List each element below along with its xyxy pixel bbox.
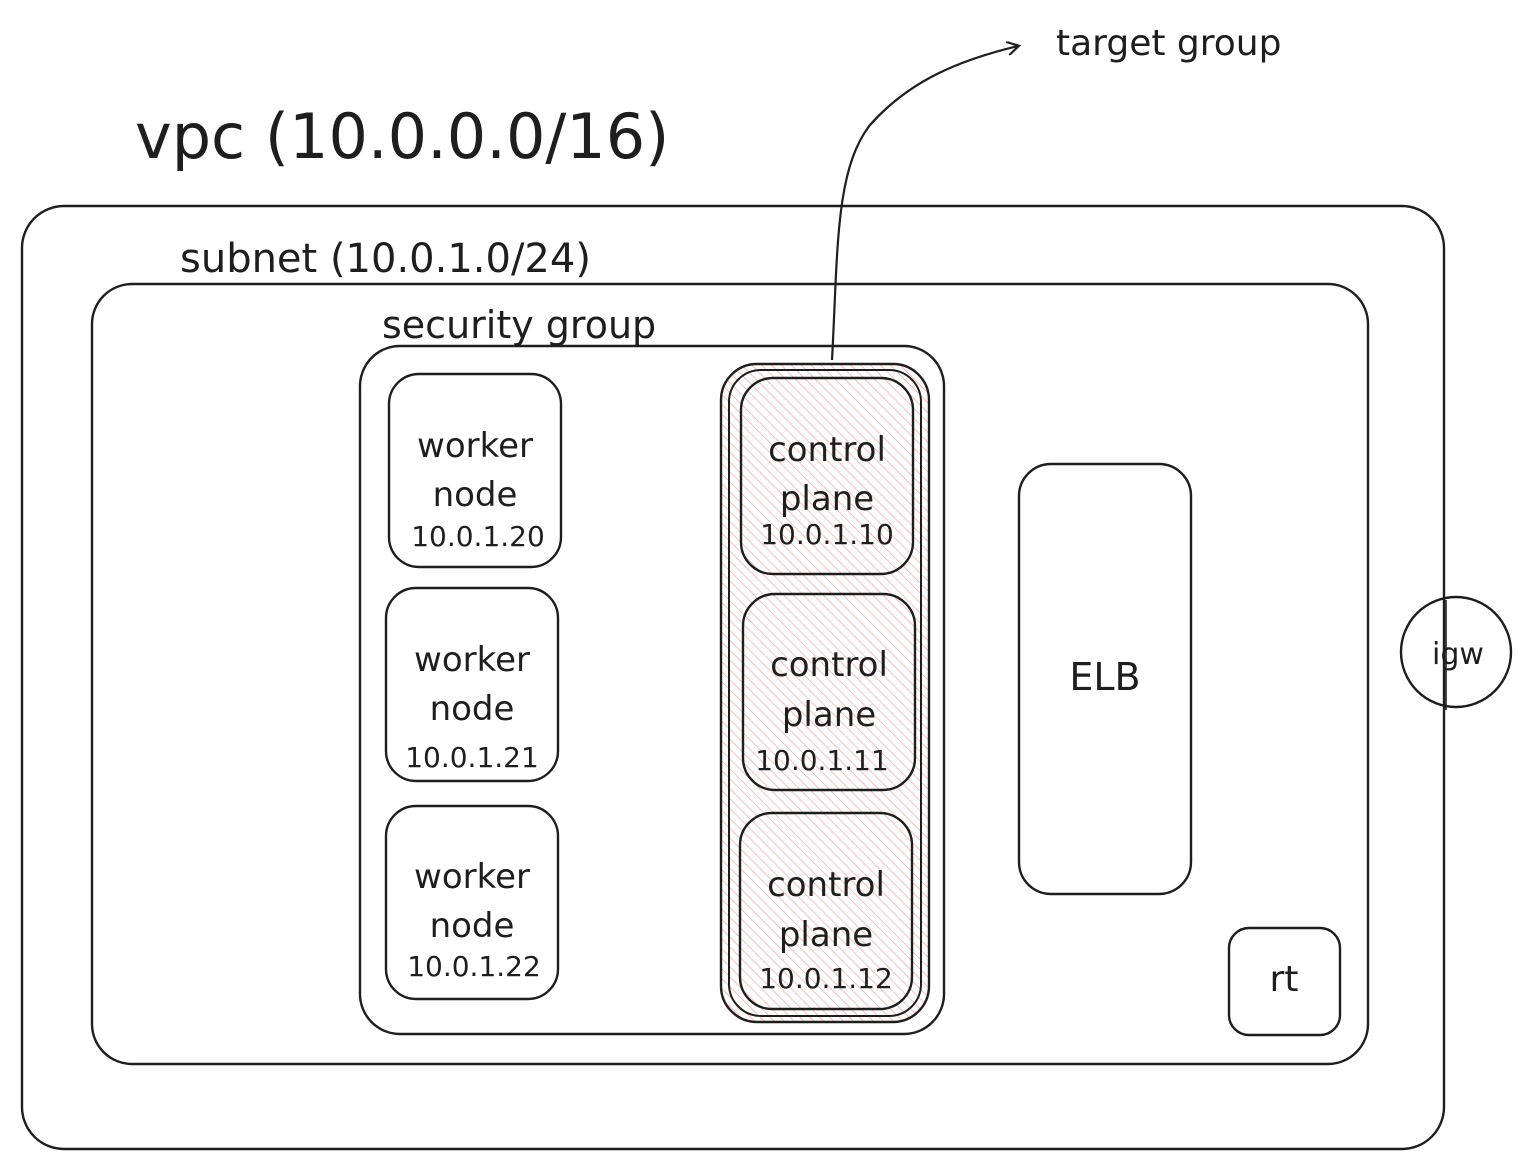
worker-node-ip: 10.0.1.20 — [411, 520, 545, 553]
worker-node-ip: 10.0.1.22 — [407, 950, 541, 983]
control-plane-1: control plane 10.0.1.10 — [739, 376, 915, 576]
worker-node-label: node — [430, 906, 515, 946]
control-plane-label: control — [767, 865, 885, 905]
control-plane-3: control plane 10.0.1.12 — [738, 811, 914, 1011]
security-group-label: security group — [382, 303, 656, 347]
control-plane-group-inner-box — [728, 369, 922, 1017]
control-plane-label: control — [768, 430, 886, 470]
internet-gateway-node: igw — [1399, 595, 1513, 710]
subnet-label: subnet (10.0.1.0/24) — [180, 236, 591, 282]
worker-node-3: worker node 10.0.1.22 — [384, 804, 560, 1001]
control-plane-label: control — [770, 645, 888, 685]
control-plane-2: control plane 10.0.1.11 — [741, 592, 917, 792]
worker-node-label: node — [430, 689, 515, 729]
worker-node-label: worker — [417, 426, 533, 466]
security-group-box — [358, 344, 946, 1036]
control-plane-ip: 10.0.1.12 — [759, 962, 893, 995]
vpc-title: vpc (10.0.0.0/16) — [135, 100, 669, 173]
worker-node-2: worker node 10.0.1.21 — [384, 586, 560, 783]
control-plane-label: plane — [779, 915, 873, 955]
rt-label: rt — [1270, 959, 1299, 1000]
worker-node-ip: 10.0.1.21 — [405, 741, 539, 774]
control-plane-group-box — [719, 362, 931, 1024]
control-plane-ip: 10.0.1.11 — [755, 744, 889, 777]
subnet-box — [90, 282, 1370, 1066]
control-plane-ip: 10.0.1.10 — [760, 518, 894, 551]
target-group-label: target group — [1056, 23, 1281, 64]
control-plane-label: plane — [780, 479, 874, 519]
elb-label: ELB — [1069, 655, 1140, 699]
target-group-arrow — [830, 46, 1018, 361]
worker-node-1: worker node 10.0.1.20 — [387, 372, 563, 569]
igw-label: igw — [1432, 637, 1484, 672]
control-plane-label: plane — [782, 695, 876, 735]
worker-node-label: worker — [414, 640, 530, 680]
vpc-box — [20, 204, 1446, 1151]
elb-node: ELB — [1017, 462, 1193, 896]
worker-node-label: worker — [414, 857, 530, 897]
route-table-node: rt — [1227, 926, 1342, 1037]
worker-node-label: node — [433, 475, 518, 515]
